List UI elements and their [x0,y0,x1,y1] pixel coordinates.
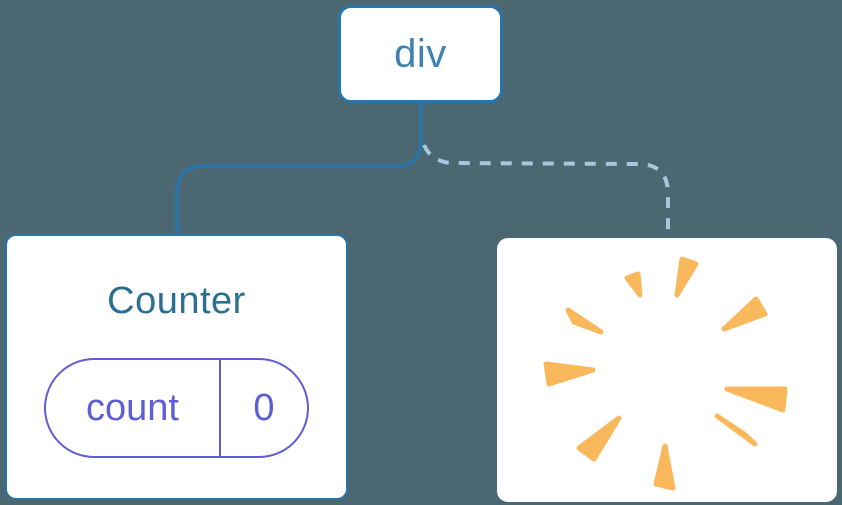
state-pill: count 0 [44,358,309,458]
dashed-connector [422,144,670,237]
tree-node-removed [497,238,837,502]
div-node-label: div [394,31,447,76]
solid-connector [175,101,423,236]
tree-node-div: div [338,5,503,103]
tree-node-counter: Counter count 0 [5,234,348,500]
poof-icon [543,256,788,491]
counter-title: Counter [107,280,246,322]
state-value: 0 [253,386,275,429]
state-key: count [46,360,221,456]
